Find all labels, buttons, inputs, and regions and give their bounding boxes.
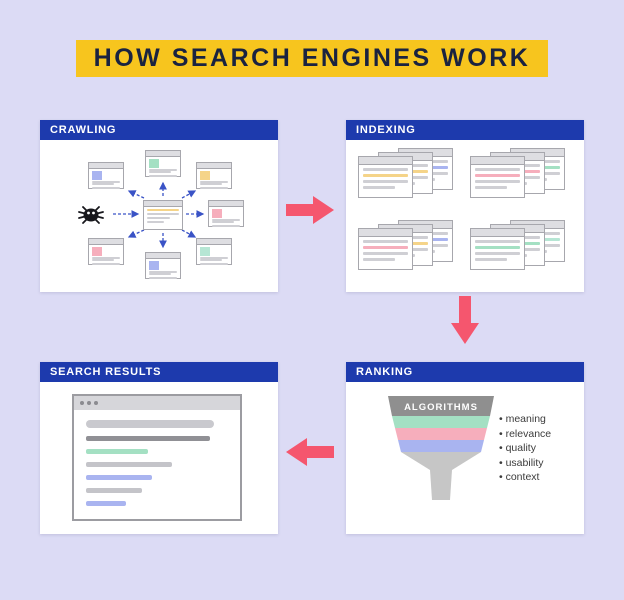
crawl-link-arrows — [113, 181, 205, 249]
window-dots-icon — [94, 401, 98, 405]
search-results-diagram — [40, 382, 278, 534]
panel-crawling-title: CRAWLING — [50, 124, 117, 136]
panel-search-results-title: SEARCH RESULTS — [50, 366, 162, 378]
webpage-thumbnail — [145, 150, 181, 177]
panel-ranking-header: RANKING — [346, 362, 584, 382]
browser-window — [72, 394, 242, 521]
result-line — [86, 501, 126, 506]
panel-search-results: SEARCH RESULTS — [40, 362, 278, 534]
ranking-funnel: ALGORITHMS — [388, 396, 494, 500]
search-bar-graphic — [86, 420, 214, 428]
panel-ranking-title: RANKING — [356, 366, 413, 378]
panel-indexing-header: INDEXING — [346, 120, 584, 140]
ranking-criteria-list: meaning relevance quality usability cont… — [499, 412, 581, 485]
indexed-pages-cluster — [470, 148, 565, 200]
panel-crawling: CRAWLING — [40, 120, 278, 292]
webpage-thumbnail — [196, 238, 232, 265]
indexed-pages-cluster — [470, 220, 565, 272]
webpage-thumbnail — [208, 200, 244, 227]
criteria-item: usability — [499, 456, 581, 471]
indexed-pages-cluster — [358, 148, 453, 200]
result-line — [86, 475, 152, 480]
criteria-item: context — [499, 470, 581, 485]
criteria-item: meaning — [499, 412, 581, 427]
result-line — [86, 449, 148, 454]
webpage-thumbnail — [145, 252, 181, 279]
webpage-thumbnail — [196, 162, 232, 189]
browser-titlebar — [74, 396, 240, 410]
panel-search-results-header: SEARCH RESULTS — [40, 362, 278, 382]
webpage-thumbnail — [88, 238, 124, 265]
indexing-diagram — [346, 140, 584, 292]
ranking-diagram: ALGORITHMS meaning relevance quality usa… — [346, 382, 584, 534]
criteria-item: quality — [499, 441, 581, 456]
arrow-down-icon — [451, 296, 479, 344]
webpage-thumbnail — [470, 156, 525, 198]
panel-indexing: INDEXING — [346, 120, 584, 292]
webpage-thumbnail — [358, 228, 413, 270]
panel-ranking: RANKING ALGORITHMS meaning relevance qua… — [346, 362, 584, 534]
indexed-pages-cluster — [358, 220, 453, 272]
crawled-center-page — [143, 200, 183, 230]
webpage-thumbnail — [88, 162, 124, 189]
result-line — [86, 436, 210, 441]
crawler-spider-icon — [78, 206, 104, 224]
arrow-left-icon — [286, 438, 334, 466]
crawling-diagram — [40, 140, 278, 292]
funnel-label: ALGORITHMS — [404, 402, 478, 413]
arrow-right-icon — [286, 196, 334, 224]
page-title: HOW SEARCH ENGINES WORK — [93, 44, 531, 72]
webpage-thumbnail — [358, 156, 413, 198]
window-dots-icon — [87, 401, 91, 405]
result-line — [86, 462, 172, 467]
webpage-thumbnail — [470, 228, 525, 270]
result-line — [86, 488, 142, 493]
panel-indexing-title: INDEXING — [356, 124, 416, 136]
title-banner: HOW SEARCH ENGINES WORK — [76, 40, 548, 77]
window-dots-icon — [80, 401, 84, 405]
criteria-item: relevance — [499, 427, 581, 442]
panel-crawling-header: CRAWLING — [40, 120, 278, 140]
